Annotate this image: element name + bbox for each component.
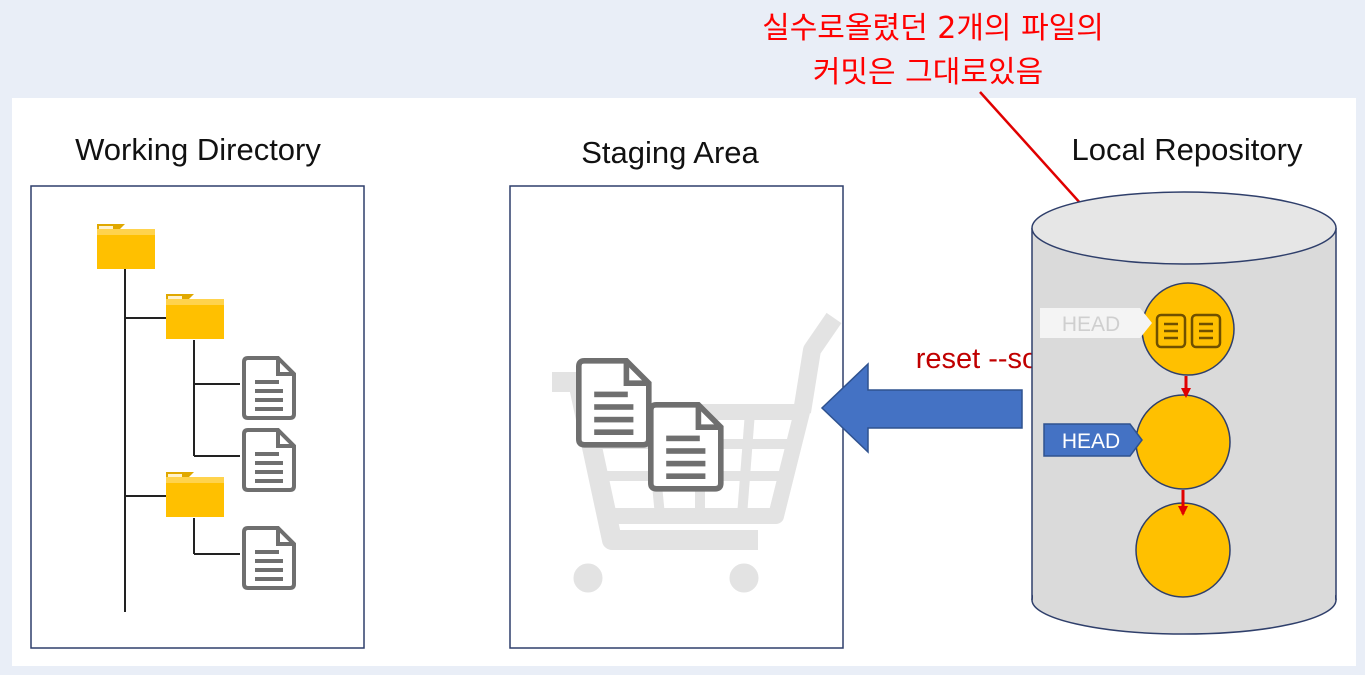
subfolder-icon [166, 472, 224, 517]
subfolder-icon [166, 294, 224, 339]
annotation-line-1: 실수로올렸던 2개의 파일의 [762, 11, 1104, 46]
annotation-line-2: 커밋은 그대로있음 [813, 55, 1043, 90]
local-repository-title: Local Repository [1072, 132, 1303, 167]
commit-circle-middle [1135, 394, 1231, 490]
reset-arrow [820, 362, 1023, 454]
new-head-label: HEAD [1062, 430, 1120, 453]
file-icon [242, 356, 296, 420]
staging-area-title: Staging Area [581, 135, 759, 170]
staged-file-icon [579, 361, 649, 445]
old-head-tag [1040, 308, 1152, 338]
working-directory-box [30, 185, 365, 649]
root-folder-icon [97, 224, 155, 269]
folder-tree [124, 268, 240, 612]
new-head-tag [1043, 423, 1143, 457]
commit-circle-bottom [1135, 502, 1231, 598]
staged-file-icon [651, 405, 721, 489]
file-icon [242, 526, 296, 590]
reset-command-label: reset --soft [916, 343, 1055, 375]
commit-file-icons [1155, 313, 1222, 349]
old-head-label: HEAD [1062, 313, 1120, 336]
working-directory-title: Working Directory [75, 132, 321, 167]
file-icon [242, 428, 296, 492]
